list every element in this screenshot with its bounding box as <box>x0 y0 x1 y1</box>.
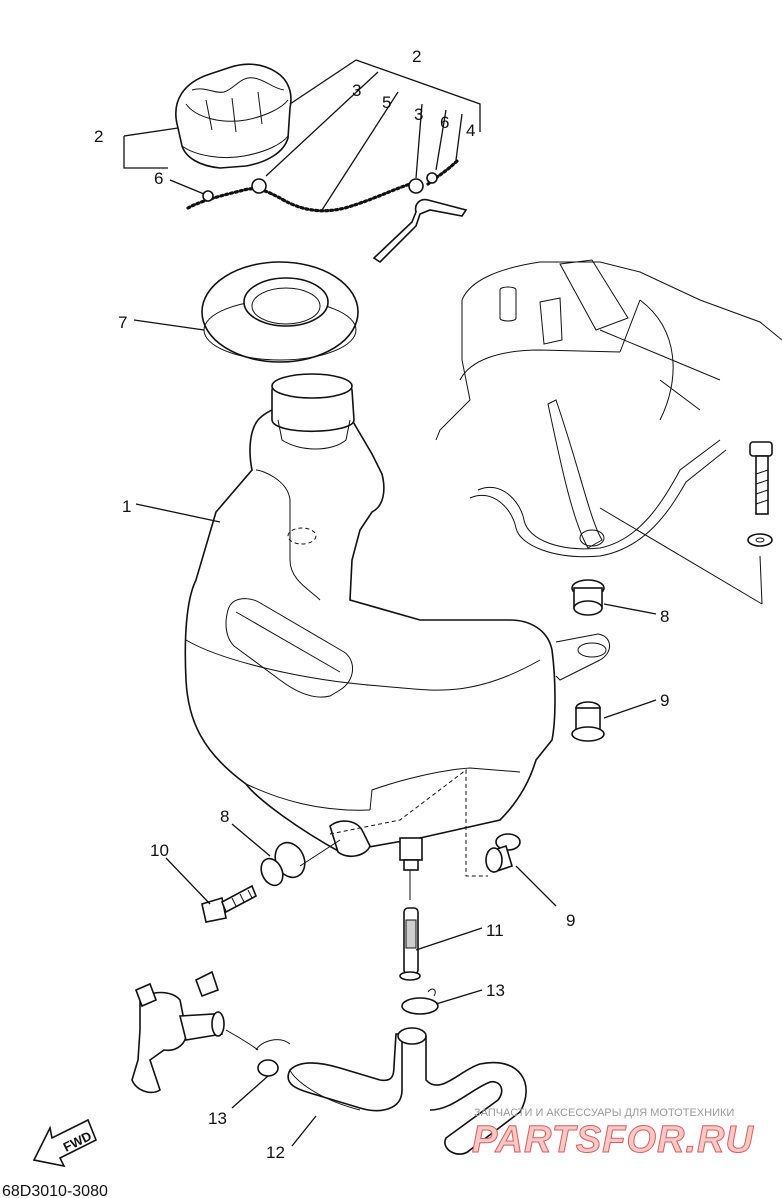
damper-right <box>555 579 610 681</box>
callout-3-right: 3 <box>414 105 423 124</box>
ring-3-left <box>251 178 267 194</box>
callout-9-right: 9 <box>660 691 669 710</box>
callout-9-bottom: 9 <box>566 911 575 930</box>
callout-3-left: 3 <box>352 81 361 100</box>
callout-13-left: 13 <box>208 1109 227 1128</box>
callout-2-top: 2 <box>412 47 421 66</box>
callout-8-right: 8 <box>660 607 669 626</box>
ring-6-left <box>202 190 214 202</box>
leader-lines <box>123 59 657 1147</box>
bolt-10 <box>201 884 258 923</box>
watermark-logo: PARTSFOR.RU <box>472 1119 754 1161</box>
damper-left <box>260 839 341 887</box>
fuel-cock <box>131 970 259 1094</box>
diagram-code: 68D3010-3080 <box>2 1183 108 1198</box>
callout-2-left: 2 <box>94 127 103 146</box>
fuel-tank <box>184 373 556 877</box>
fwd-arrow-icon: FWD <box>32 1118 98 1168</box>
collar-right <box>571 701 605 742</box>
fuel-strainer <box>399 870 421 981</box>
callout-8-left: 8 <box>220 807 229 826</box>
callout-10: 10 <box>150 841 169 860</box>
frame-section <box>435 259 782 605</box>
ring-6-right <box>426 172 438 184</box>
callout-4: 4 <box>466 121 475 140</box>
callout-labels: 2 2 3 5 3 6 4 6 7 1 8 9 8 10 9 11 13 13 … <box>94 47 669 1162</box>
clip-left <box>255 1039 291 1077</box>
cap-cover-gasket <box>201 261 359 363</box>
callout-11: 11 <box>486 921 504 940</box>
clip-right <box>401 988 439 1015</box>
collar-bottom <box>485 833 521 874</box>
frame-bolt <box>747 441 773 605</box>
ring-3-right <box>408 178 424 194</box>
callout-6-left: 6 <box>154 169 163 188</box>
callout-1: 1 <box>122 497 131 516</box>
fuel-hose <box>287 1027 527 1155</box>
callout-13-right: 13 <box>486 981 505 1000</box>
callout-5: 5 <box>382 93 391 112</box>
cap-chain <box>186 158 468 264</box>
fuel-cap <box>175 63 292 169</box>
callout-6-right: 6 <box>440 113 449 132</box>
watermark: ЗАПЧАСТИ И АКСЕССУАРЫ ДЛЯ МОТОТЕХНИКИ PA… <box>472 1107 754 1162</box>
callout-12: 12 <box>266 1143 285 1162</box>
watermark-line1: ЗАПЧАСТИ И АКСЕССУАРЫ ДЛЯ МОТОТЕХНИКИ <box>474 1107 734 1119</box>
callout-7: 7 <box>118 313 127 332</box>
